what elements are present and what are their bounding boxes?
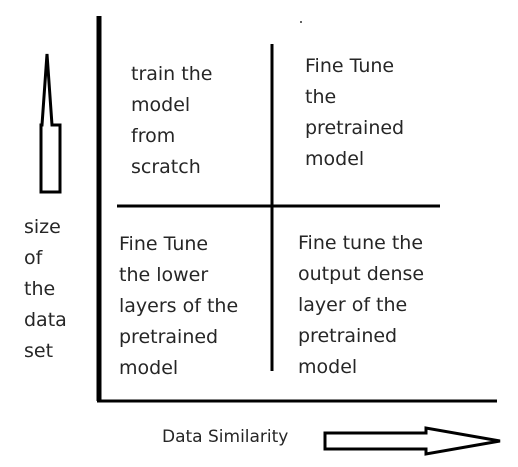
y-axis-label-line: data (24, 309, 67, 331)
stray-dot (300, 21, 302, 23)
quadrant-line: layers of the (119, 295, 239, 317)
quadrant-bottom-right: Fine tune the output dense layer of the … (298, 228, 424, 383)
up-arrow-icon (39, 53, 62, 194)
quadrant-line: from (131, 125, 176, 147)
y-axis-label-line: the (24, 278, 56, 300)
y-axis-label: size of the data set (24, 212, 67, 367)
y-axis-label-line: of (24, 247, 43, 269)
quadrant-top-right: Fine Tune the pretrained model (305, 51, 404, 175)
quadrant-line: pretrained (305, 117, 405, 139)
quadrant-line: model (131, 94, 191, 116)
quadrant-line: pretrained (119, 326, 219, 348)
quadrant-line: train the (131, 63, 213, 85)
quadrant-line: scratch (131, 156, 201, 178)
quadrant-line: output dense (298, 263, 425, 285)
quadrant-bottom-left: Fine Tune the lower layers of the pretra… (119, 229, 238, 384)
quadrant-line: Fine tune the (298, 232, 424, 254)
quadrant-line: model (298, 356, 358, 378)
y-axis-label-line: set (24, 340, 54, 362)
quadrant-top-left: train the model from scratch (131, 59, 212, 183)
quadrant-line: layer of the (298, 294, 408, 316)
quadrant-line: model (305, 148, 365, 170)
x-axis-label: Data Similarity (162, 427, 289, 447)
right-arrow-icon (323, 426, 501, 456)
quadrant-line: pretrained (298, 325, 398, 347)
quadrant-line: the (305, 86, 337, 108)
quadrant-line: the lower (119, 264, 209, 286)
quadrant-line: Fine Tune (119, 233, 209, 255)
quadrant-line: Fine Tune (305, 55, 395, 77)
quadrant-line: model (119, 357, 179, 379)
y-axis-label-line: size (24, 216, 61, 238)
